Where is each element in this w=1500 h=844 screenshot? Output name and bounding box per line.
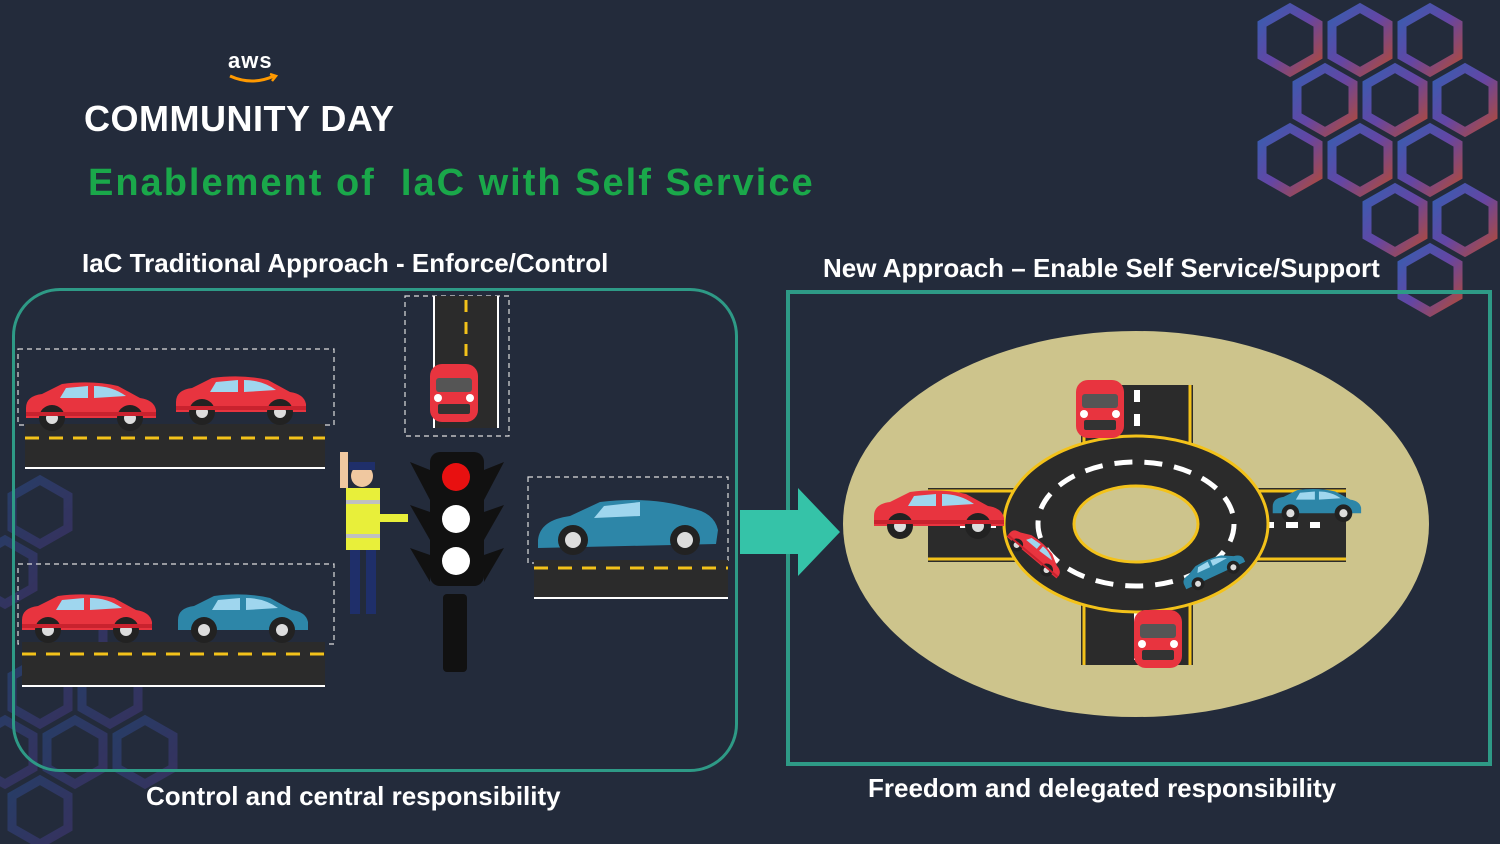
- roundabout-illustration: [843, 331, 1429, 717]
- aws-logo-text: aws: [228, 48, 273, 73]
- right-caption: Freedom and delegated responsibility: [868, 773, 1337, 803]
- traditional-approach-panel: [12, 288, 738, 772]
- left-caption: Control and central responsibility: [146, 781, 561, 811]
- car-icon: [176, 376, 306, 425]
- car-icon: [1134, 610, 1182, 668]
- car-icon: [538, 500, 718, 555]
- right-arrow-icon: [740, 488, 840, 576]
- police-officer-icon: [340, 452, 408, 614]
- page-title: Enablement of IaC with Self Service: [88, 162, 815, 204]
- car-icon: [430, 364, 478, 422]
- left-heading: IaC Traditional Approach - Enforce/Contr…: [82, 248, 609, 278]
- car-icon: [22, 594, 152, 643]
- community-day-logo: COMMUNITY DAY: [84, 98, 395, 139]
- traffic-light-icon: [410, 452, 504, 672]
- car-icon: [1076, 380, 1124, 438]
- car-icon: [26, 382, 156, 431]
- aws-smile-icon: [229, 72, 279, 83]
- right-heading: New Approach – Enable Self Service/Suppo…: [823, 253, 1380, 283]
- car-icon: [178, 594, 308, 643]
